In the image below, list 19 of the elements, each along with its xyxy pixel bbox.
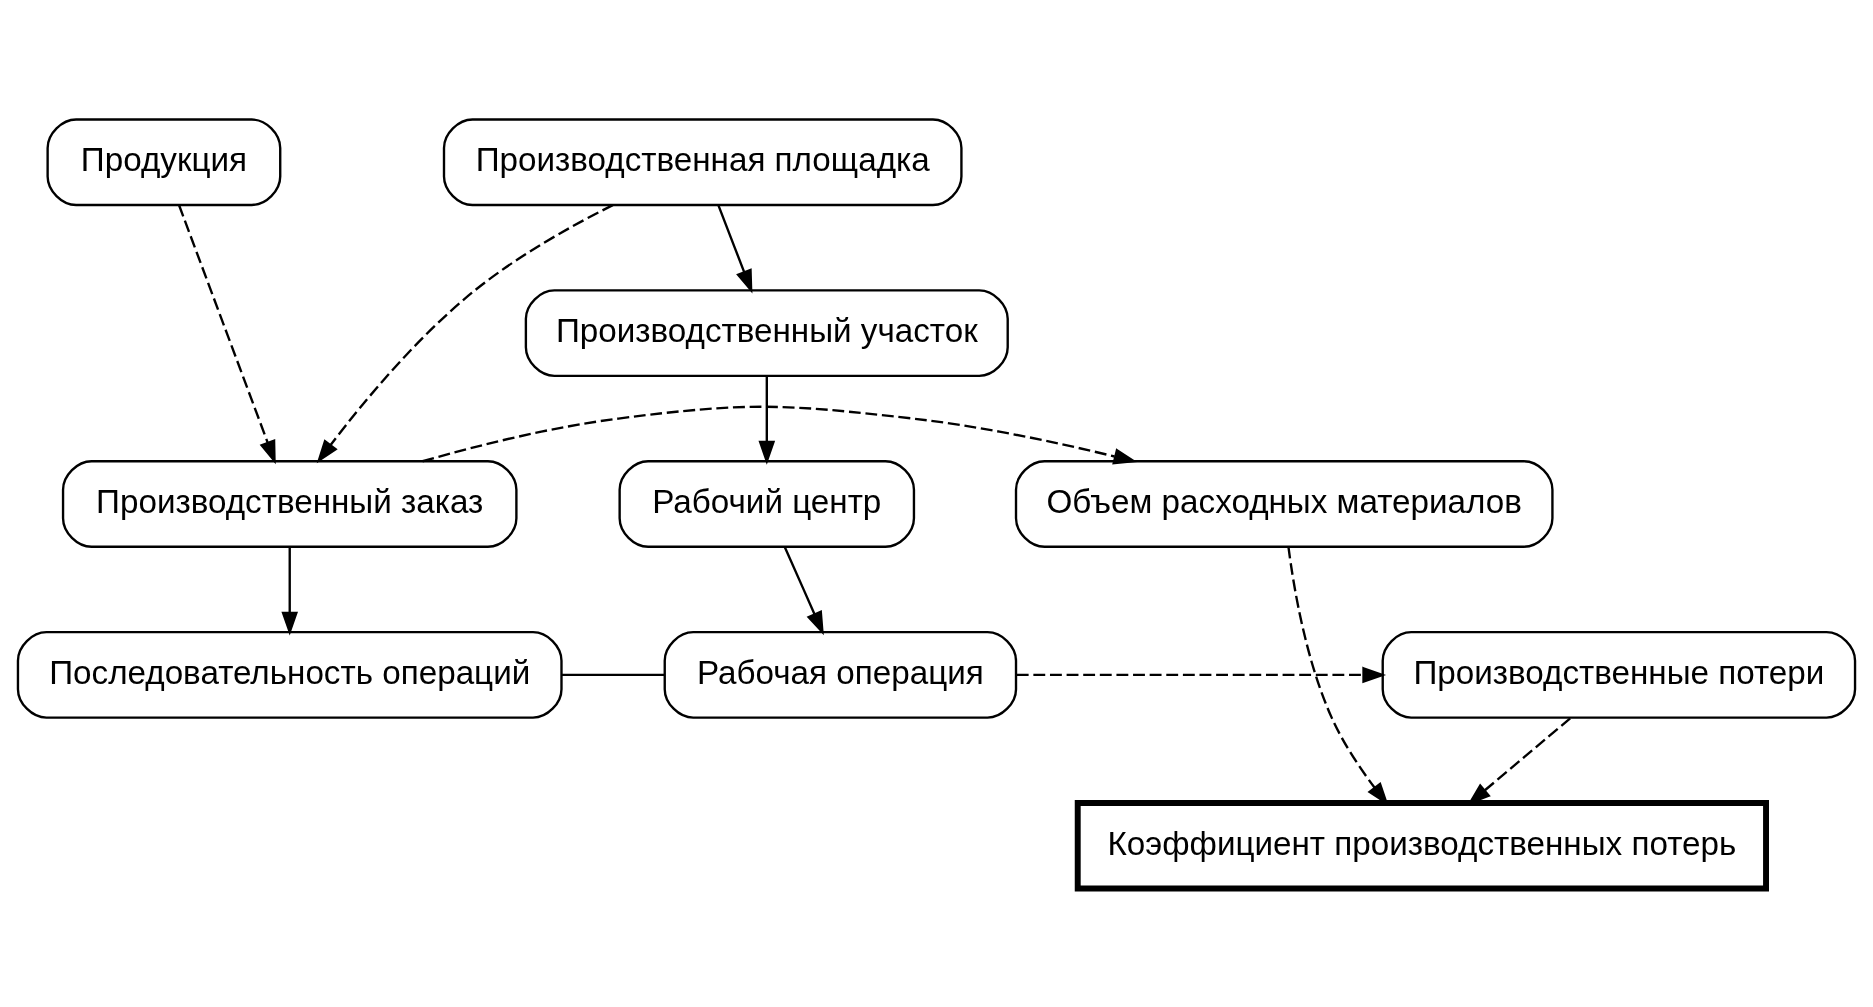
arrow bbox=[1016, 666, 1387, 683]
arrow bbox=[316, 203, 614, 463]
node-box: Производственная площадка bbox=[442, 117, 963, 206]
node-box: Коэффициент производственных потерь bbox=[1074, 799, 1769, 891]
connector bbox=[561, 673, 665, 676]
arrow bbox=[422, 405, 1138, 464]
arrow bbox=[281, 546, 299, 635]
node-box: Рабочая операция bbox=[663, 630, 1018, 719]
arrow bbox=[758, 376, 776, 465]
arrow bbox=[178, 204, 276, 464]
node-box: Объем расходных материалов bbox=[1014, 459, 1554, 548]
node-box: Производственный участок bbox=[524, 288, 1009, 377]
arrow bbox=[783, 546, 824, 635]
node-box: Рабочий центр bbox=[618, 459, 916, 548]
node-box: Последовательность операций bbox=[16, 630, 563, 719]
arrow bbox=[717, 204, 753, 293]
node-box: Продукция bbox=[46, 117, 282, 206]
node-box: Производственные потери bbox=[1381, 630, 1857, 719]
node-box: Производственный заказ bbox=[61, 459, 518, 548]
